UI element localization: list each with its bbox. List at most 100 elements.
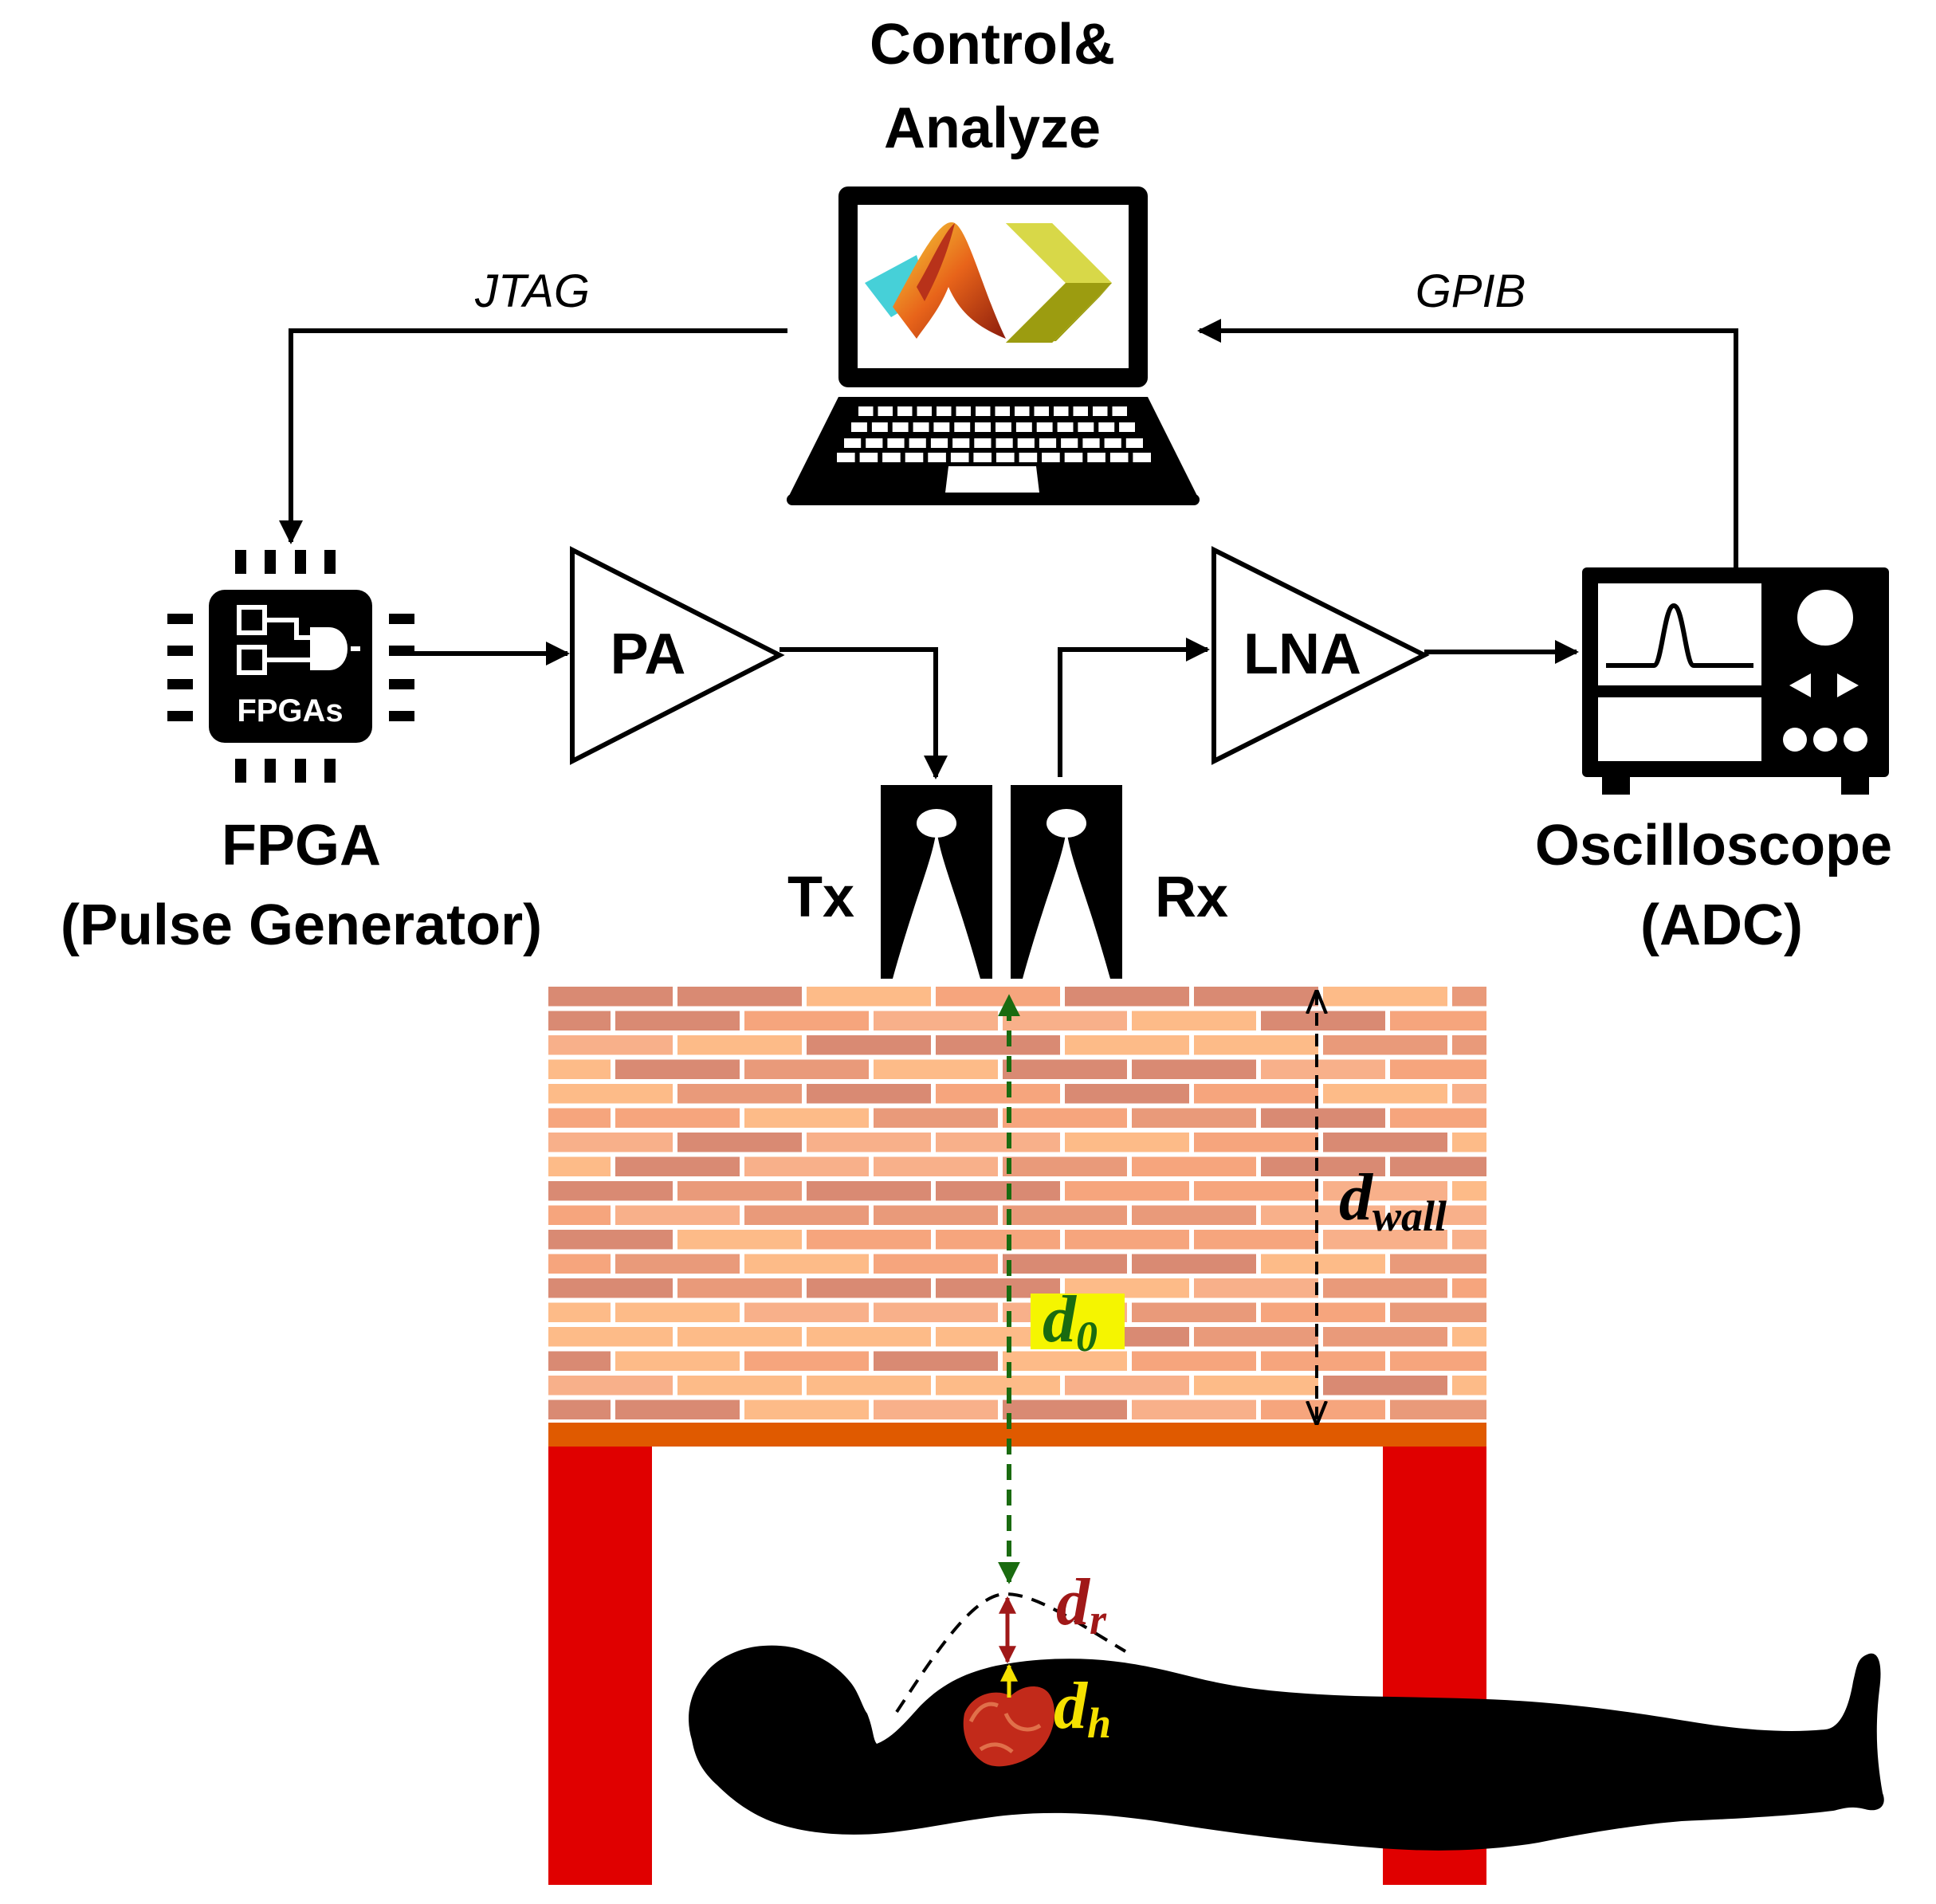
brick (874, 1205, 998, 1225)
dh-sub: h (1087, 1699, 1111, 1747)
fpga-pin (167, 679, 193, 689)
keyboard-key (851, 422, 867, 432)
keyboard-key (878, 406, 893, 416)
brick (548, 1156, 611, 1176)
gpib-arrow (1197, 319, 1738, 567)
d-wall-sub: wall (1372, 1192, 1447, 1240)
dr-main: d (1056, 1565, 1091, 1639)
keyboard-key (858, 406, 874, 416)
rx-label: Rx (1155, 866, 1228, 929)
brick (548, 1108, 611, 1128)
brick (1452, 1181, 1486, 1201)
control-title-line1: Control& (870, 13, 1115, 77)
brick (936, 1035, 1060, 1055)
keyboard-key (1104, 438, 1121, 448)
brick (1003, 1205, 1127, 1225)
brick (1261, 1351, 1385, 1371)
keyboard-key (928, 453, 946, 462)
laptop-touchpad (945, 466, 1039, 493)
brick (677, 1327, 802, 1347)
brick (615, 1302, 740, 1322)
dh-label: dh (1054, 1669, 1111, 1747)
brick (1194, 1181, 1318, 1201)
brick (807, 1133, 931, 1152)
brick (807, 1181, 931, 1201)
pa-label: PA (611, 622, 686, 686)
brick (1390, 1059, 1486, 1079)
brick (548, 1133, 673, 1152)
brick (615, 1351, 740, 1371)
brick (548, 1230, 673, 1250)
brick (615, 1059, 740, 1079)
brick (1194, 1278, 1318, 1298)
brick (1323, 1181, 1447, 1201)
brick (615, 1254, 740, 1274)
keyboard-key (917, 406, 932, 416)
dh-main: d (1054, 1669, 1089, 1743)
dr-sub: r (1090, 1596, 1107, 1643)
xilinx-logo-icon (1006, 223, 1112, 343)
keyboard-key (974, 438, 992, 448)
brick (874, 1351, 998, 1371)
brick (1132, 1011, 1256, 1031)
brick (744, 1351, 869, 1371)
brick (744, 1156, 869, 1176)
keyboard-key (913, 422, 929, 432)
brick (874, 1059, 998, 1079)
brick (1323, 1230, 1447, 1250)
oscilloscope-icon (1582, 567, 1889, 795)
keyboard-key (1082, 438, 1100, 448)
fpga-pin (389, 646, 414, 656)
brick (1194, 1133, 1318, 1152)
brick (677, 1230, 802, 1250)
brick (548, 1278, 673, 1298)
brick (744, 1400, 869, 1419)
human-silhouette-icon (689, 1645, 1884, 1851)
brick (1323, 1376, 1447, 1396)
brick (548, 1302, 611, 1322)
keyboard-key (866, 438, 883, 448)
brick (1452, 1133, 1486, 1152)
brick (548, 987, 673, 1007)
brick (548, 1035, 673, 1055)
control-title-line2: Analyze (884, 96, 1101, 160)
keyboard-key (930, 438, 948, 448)
fpga-pin (389, 679, 414, 689)
brick (874, 1156, 998, 1176)
fpga-pin (167, 646, 193, 656)
brick (1194, 1376, 1318, 1396)
keyboard-key (892, 422, 909, 432)
keyboard-key (1036, 422, 1053, 432)
fpga-pin (324, 759, 336, 783)
brick (1390, 1400, 1486, 1419)
keyboard-key (1015, 422, 1032, 432)
tx-horn-antenna-icon (881, 785, 992, 979)
brick (615, 1156, 740, 1176)
brick (677, 1133, 802, 1152)
brick (1065, 1133, 1189, 1152)
brick (1323, 1035, 1447, 1055)
d0-highlight (1031, 1294, 1125, 1349)
fpga-pin (167, 711, 193, 721)
keyboard-key (1042, 453, 1060, 462)
keyboard-key (1015, 406, 1030, 416)
fpga-pin (235, 550, 246, 574)
brick (1003, 1400, 1127, 1419)
brick (1261, 1108, 1385, 1128)
brick (1003, 1254, 1127, 1274)
keyboard-key (995, 422, 1011, 432)
brick (1323, 1327, 1447, 1347)
fpga-pin (324, 550, 336, 574)
brick (1132, 1059, 1256, 1079)
fpga-pin (389, 614, 414, 624)
brick (1003, 1011, 1127, 1031)
brick (936, 1181, 1060, 1201)
d-wall-main: d (1339, 1160, 1374, 1235)
pa-amplifier (570, 546, 785, 765)
keyboard-key (1034, 406, 1049, 416)
brick (548, 1084, 673, 1104)
keyboard-key (1087, 453, 1105, 462)
keyboard-key (1054, 406, 1069, 416)
brick (1065, 1181, 1189, 1201)
brick (1194, 1084, 1318, 1104)
